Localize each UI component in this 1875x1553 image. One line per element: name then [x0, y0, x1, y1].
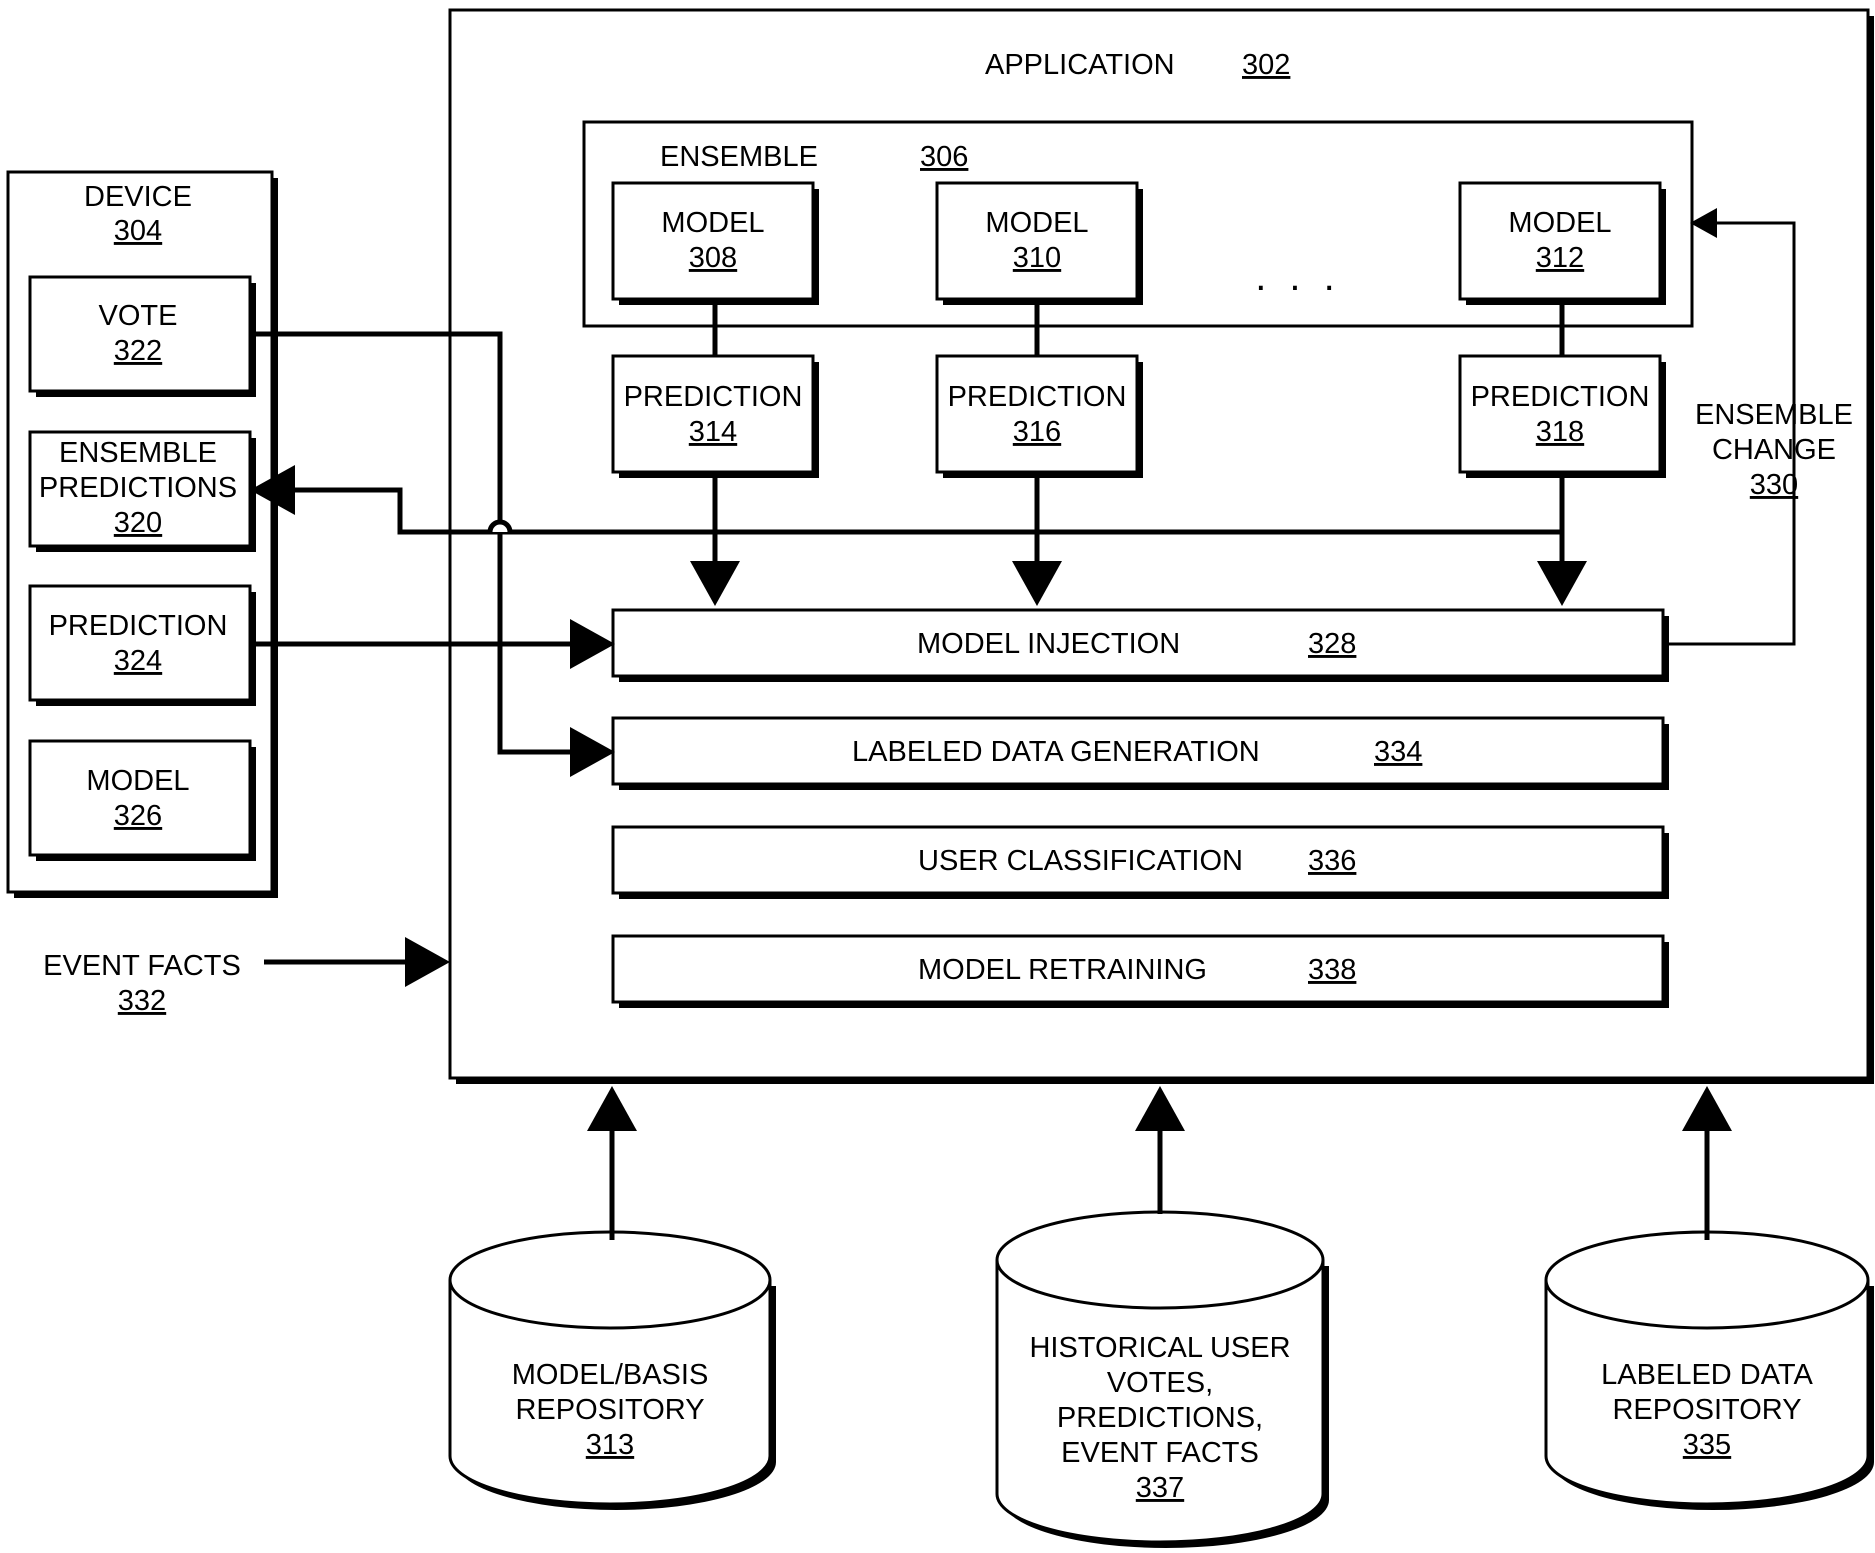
- model-retraining-ref: 338: [1308, 954, 1356, 986]
- ensemble-change-line1: ENSEMBLE: [1695, 399, 1853, 431]
- ensemble-predictions-line1: ENSEMBLE: [59, 437, 217, 469]
- user-classification-box: USER CLASSIFICATION 336: [613, 827, 1669, 899]
- labeled-data-generation-box: LABELED DATA GENERATION 334: [613, 718, 1669, 790]
- historical-repository-337: HISTORICAL USER VOTES, PREDICTIONS, EVEN…: [997, 1212, 1329, 1548]
- prediction-324-box: PREDICTION 324: [30, 586, 256, 706]
- prediction-314-label: PREDICTION: [624, 381, 803, 413]
- repo-337-line2: VOTES,: [1107, 1367, 1213, 1399]
- model-retraining-label: MODEL RETRAINING: [918, 954, 1207, 986]
- model-injection-ref: 328: [1308, 628, 1356, 660]
- vote-label: VOTE: [99, 300, 178, 332]
- ensemble-label: ENSEMBLE: [660, 141, 818, 173]
- vote-ref: 322: [114, 335, 162, 367]
- device-ref: 304: [114, 215, 162, 247]
- repo-337-ref: 337: [1136, 1472, 1184, 1504]
- repo-313-line2: REPOSITORY: [515, 1394, 704, 1426]
- prediction-318-label: PREDICTION: [1471, 381, 1650, 413]
- device-model-label: MODEL: [86, 765, 189, 797]
- ensemble-ref: 306: [920, 141, 968, 173]
- repo-337-line1: HISTORICAL USER: [1029, 1332, 1290, 1364]
- ensemble-predictions-320-box: ENSEMBLE PREDICTIONS 320: [30, 432, 256, 552]
- event-facts-ref: 332: [118, 985, 166, 1017]
- repo-335-line1: LABELED DATA: [1601, 1359, 1813, 1391]
- model-308-label: MODEL: [661, 207, 764, 239]
- device-model-ref: 326: [114, 800, 162, 832]
- model-312-box: MODEL 312: [1460, 183, 1666, 305]
- repo-337-line3: PREDICTIONS,: [1057, 1402, 1263, 1434]
- model-310-box: MODEL 310: [937, 183, 1143, 305]
- model-312-label: MODEL: [1508, 207, 1611, 239]
- line-hop: [490, 522, 510, 532]
- vote-322-box: VOTE 322: [30, 277, 256, 397]
- model-injection-box: MODEL INJECTION 328: [613, 610, 1669, 682]
- model-basis-repository-313: MODEL/BASIS REPOSITORY 313: [450, 1232, 776, 1510]
- user-classification-label: USER CLASSIFICATION: [918, 845, 1243, 877]
- prediction-314-box: PREDICTION 314: [613, 356, 819, 478]
- application-ref: 302: [1242, 49, 1290, 81]
- prediction-316-box: PREDICTION 316: [937, 356, 1143, 478]
- repo-313-line1: MODEL/BASIS: [512, 1359, 709, 1391]
- prediction-318-ref: 318: [1536, 416, 1584, 448]
- model-308-ref: 308: [689, 242, 737, 274]
- model-retraining-box: MODEL RETRAINING 338: [613, 936, 1669, 1008]
- model-310-label: MODEL: [985, 207, 1088, 239]
- ensemble-change-line2: CHANGE: [1712, 434, 1836, 466]
- prediction-316-ref: 316: [1013, 416, 1061, 448]
- model-injection-label: MODEL INJECTION: [917, 628, 1180, 660]
- prediction-314-ref: 314: [689, 416, 737, 448]
- ensemble-change-ref: 330: [1750, 469, 1798, 501]
- model-312-ref: 312: [1536, 242, 1584, 274]
- labeled-data-repository-335: LABELED DATA REPOSITORY 335: [1546, 1232, 1874, 1510]
- device-label: DEVICE: [84, 181, 192, 213]
- application-label: APPLICATION: [985, 49, 1175, 81]
- model-310-ref: 310: [1013, 242, 1061, 274]
- device-prediction-ref: 324: [114, 645, 162, 677]
- event-facts-label: EVENT FACTS: [43, 950, 241, 982]
- repo-337-line4: EVENT FACTS: [1061, 1437, 1259, 1469]
- ellipsis: . . .: [1255, 255, 1341, 299]
- repo-313-ref: 313: [586, 1429, 634, 1461]
- user-classification-ref: 336: [1308, 845, 1356, 877]
- prediction-316-label: PREDICTION: [948, 381, 1127, 413]
- model-326-box: MODEL 326: [30, 741, 256, 861]
- labeled-data-generation-label: LABELED DATA GENERATION: [852, 736, 1260, 768]
- device-prediction-label: PREDICTION: [49, 610, 228, 642]
- repo-335-line2: REPOSITORY: [1612, 1394, 1801, 1426]
- ensemble-predictions-ref: 320: [114, 507, 162, 539]
- repo-335-ref: 335: [1683, 1429, 1731, 1461]
- labeled-data-generation-ref: 334: [1374, 736, 1422, 768]
- ensemble-predictions-line2: PREDICTIONS: [39, 472, 237, 504]
- prediction-318-box: PREDICTION 318: [1460, 356, 1666, 478]
- model-308-box: MODEL 308: [613, 183, 819, 305]
